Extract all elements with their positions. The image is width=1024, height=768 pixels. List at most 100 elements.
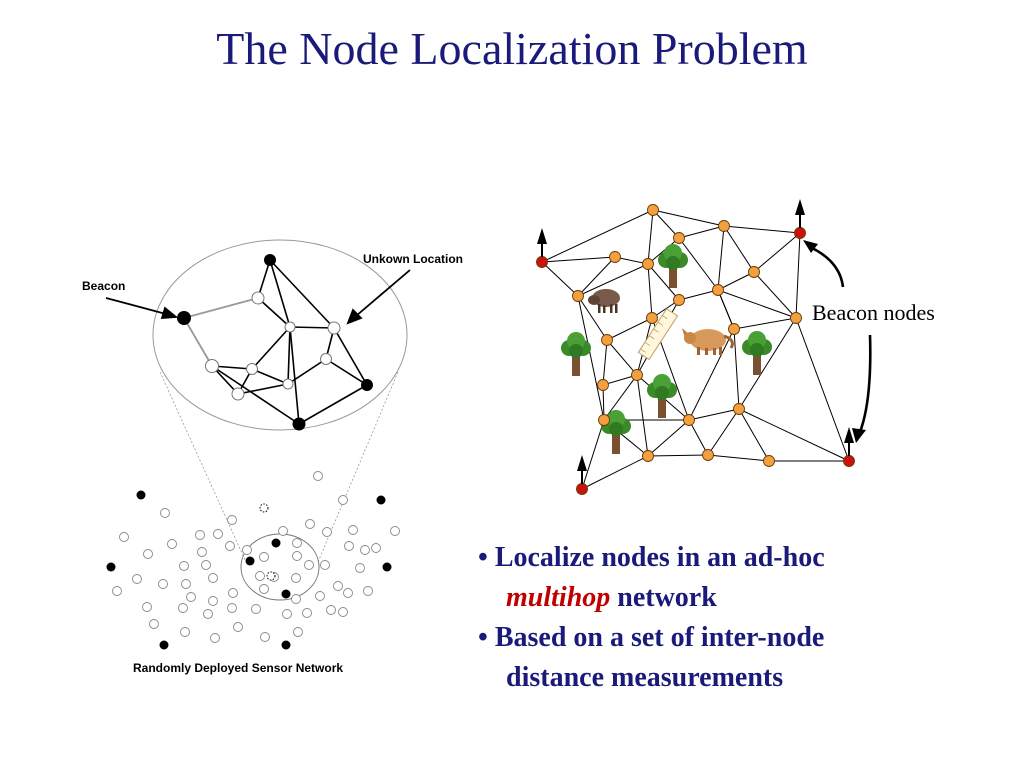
tree-icon — [561, 332, 591, 376]
sensor-node — [313, 471, 323, 481]
network-node — [642, 450, 654, 462]
network-node — [790, 312, 802, 324]
beacon-sensor-node — [382, 562, 392, 572]
network-edge — [581, 455, 649, 490]
sensor-node — [179, 561, 189, 571]
beacon-sensor-node — [159, 640, 169, 650]
network-edge — [688, 419, 709, 456]
slide-title: The Node Localization Problem — [216, 23, 808, 74]
sensor-node — [259, 584, 269, 594]
network-node — [683, 414, 695, 426]
network-edge — [577, 295, 608, 341]
label-arrows — [105, 269, 411, 325]
sensor-node — [227, 515, 237, 525]
bullet-item-1: • Localize nodes in an ad-hoc — [478, 538, 1018, 578]
measuring-tape — [637, 308, 679, 361]
beacon-sensor-node — [136, 490, 146, 500]
sensor-node — [197, 547, 207, 557]
sensor-node — [390, 526, 400, 536]
network-edge — [738, 317, 797, 410]
network-edge — [717, 271, 755, 291]
sensor-node — [292, 551, 302, 561]
network-node — [702, 449, 714, 461]
sensor-field — [106, 471, 400, 650]
network-edge — [753, 232, 801, 273]
sensor-node — [195, 530, 205, 540]
sensor-node — [180, 627, 190, 637]
beacon-node — [843, 455, 855, 467]
sensor-node — [228, 588, 238, 598]
tree-trunk — [658, 396, 666, 418]
network-edge — [733, 328, 740, 410]
network-edge — [717, 225, 725, 291]
tree-icon — [647, 374, 677, 418]
network-edge — [606, 339, 638, 376]
network-edge — [647, 454, 709, 457]
network-edge — [707, 454, 770, 462]
zoom-network-nodes — [205, 291, 341, 401]
network-edge — [738, 408, 850, 462]
network-edge — [647, 209, 654, 265]
network-edge — [603, 374, 638, 421]
beacon-node — [794, 227, 806, 239]
network-edge — [581, 419, 605, 490]
sensor-node — [348, 525, 358, 535]
network-node — [601, 334, 613, 346]
beacon-sensor-node — [376, 495, 386, 505]
sensor-node — [119, 532, 129, 542]
network-node — [712, 284, 724, 296]
tree-trunk — [572, 354, 580, 376]
tree-foliage — [569, 344, 583, 358]
network-edge — [678, 225, 725, 239]
bullet-text-tail: network — [610, 582, 717, 613]
tree-foliage — [664, 244, 682, 262]
emphasis-multihop: multihop — [506, 582, 611, 613]
tree-icon — [658, 244, 688, 288]
sensor-node — [233, 622, 243, 632]
bullet-text: Localize nodes in an ad-hoc — [494, 542, 825, 573]
sensor-node-dashed — [259, 503, 269, 513]
bullet-marker: • — [478, 622, 488, 653]
antenna-tip — [537, 228, 547, 244]
network-edge — [636, 374, 649, 457]
sensor-node — [320, 560, 330, 570]
sensor-node — [322, 527, 332, 537]
sensor-node — [160, 508, 170, 518]
sensor-node — [302, 608, 312, 618]
network-edge — [647, 263, 653, 319]
network-edge — [717, 289, 797, 319]
network-node — [728, 323, 740, 335]
zoom-network-edges — [211, 259, 368, 425]
bullet-item-2: • Based on a set of inter-node — [478, 618, 1018, 658]
network-edge — [753, 271, 797, 319]
antenna-tip — [844, 427, 854, 443]
sensor-node — [278, 526, 288, 536]
sensor-node — [112, 586, 122, 596]
network-node — [673, 232, 685, 244]
right-network-diagram — [536, 199, 872, 495]
sensor-node — [242, 545, 252, 555]
network-node — [647, 204, 659, 216]
sensor-node — [251, 604, 261, 614]
network-edge — [602, 339, 608, 386]
antenna-tip — [795, 199, 805, 215]
network-node — [673, 294, 685, 306]
sensor-node — [178, 603, 188, 613]
sensor-node — [213, 529, 223, 539]
network-edge — [688, 408, 740, 421]
network-node — [642, 258, 654, 270]
sensor-node — [371, 543, 381, 553]
sensor-node — [360, 545, 370, 555]
network-caption: Randomly Deployed Sensor Network — [133, 661, 343, 675]
tree-trunk — [753, 353, 761, 375]
tree-foliage — [607, 410, 625, 428]
sensor-node — [291, 573, 301, 583]
sensor-node — [363, 586, 373, 596]
sensor-node — [210, 633, 220, 643]
network-edge — [541, 256, 616, 263]
network-edge — [606, 317, 653, 341]
network-edge — [733, 317, 797, 330]
sensor-node — [181, 579, 191, 589]
sensor-node — [338, 607, 348, 617]
tree-trunk — [669, 266, 677, 288]
